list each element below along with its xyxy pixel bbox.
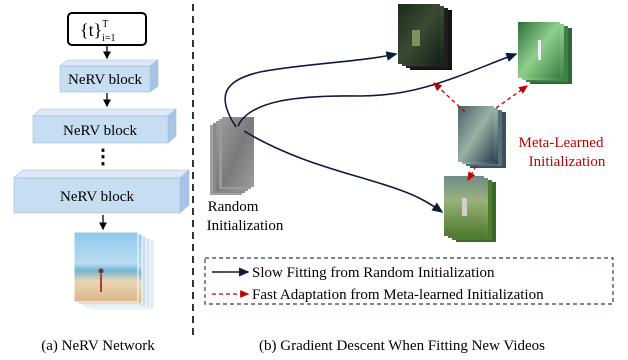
nerv-block-1-label: NeRV block [68, 72, 142, 88]
output-video-frames [73, 231, 155, 311]
slow-path-to-top-video [224, 51, 398, 128]
time-input-box [67, 12, 147, 46]
fast-path-to-top-video [433, 82, 466, 113]
gradient-descent-panel: Random Initialization [204, 4, 614, 354]
target-video-bottom [444, 176, 496, 242]
random-init-frames [210, 117, 254, 195]
nerv-block-3-label: NeRV block [60, 189, 134, 205]
fast-path-to-bottom-video [467, 165, 477, 182]
caption-b: (b) Gradient Descent When Fitting New Vi… [259, 338, 545, 354]
random-init-label-line2: Initialization [207, 218, 284, 234]
nerv-block-2: NeRV block [32, 108, 177, 144]
legend-fast-label: Fast Adaptation from Meta-learned Initia… [252, 287, 544, 303]
nerv-block-3: NeRV block [13, 169, 190, 214]
slow-path-to-right-video [237, 52, 518, 127]
random-init-label-line1: Random [208, 199, 259, 215]
meta-init-label-line1: Meta-Learned [519, 135, 604, 151]
ellipsis: ⋮ [93, 146, 113, 168]
meta-init-frames [458, 106, 506, 168]
nerv-block-1: NeRV block [59, 59, 159, 93]
meta-init-label-line2: Initialization [529, 154, 606, 170]
target-video-right [518, 22, 572, 84]
legend: Slow Fitting from Random Initialization … [204, 257, 614, 305]
legend-box [204, 257, 614, 305]
target-video-top [398, 4, 452, 70]
fast-path-to-right-video [495, 85, 529, 109]
slow-path-to-bottom-video [243, 130, 444, 213]
nerv-block-2-label: NeRV block [63, 123, 137, 139]
caption-a: (a) NeRV Network [41, 338, 155, 354]
legend-slow-label: Slow Fitting from Random Initialization [252, 265, 495, 281]
